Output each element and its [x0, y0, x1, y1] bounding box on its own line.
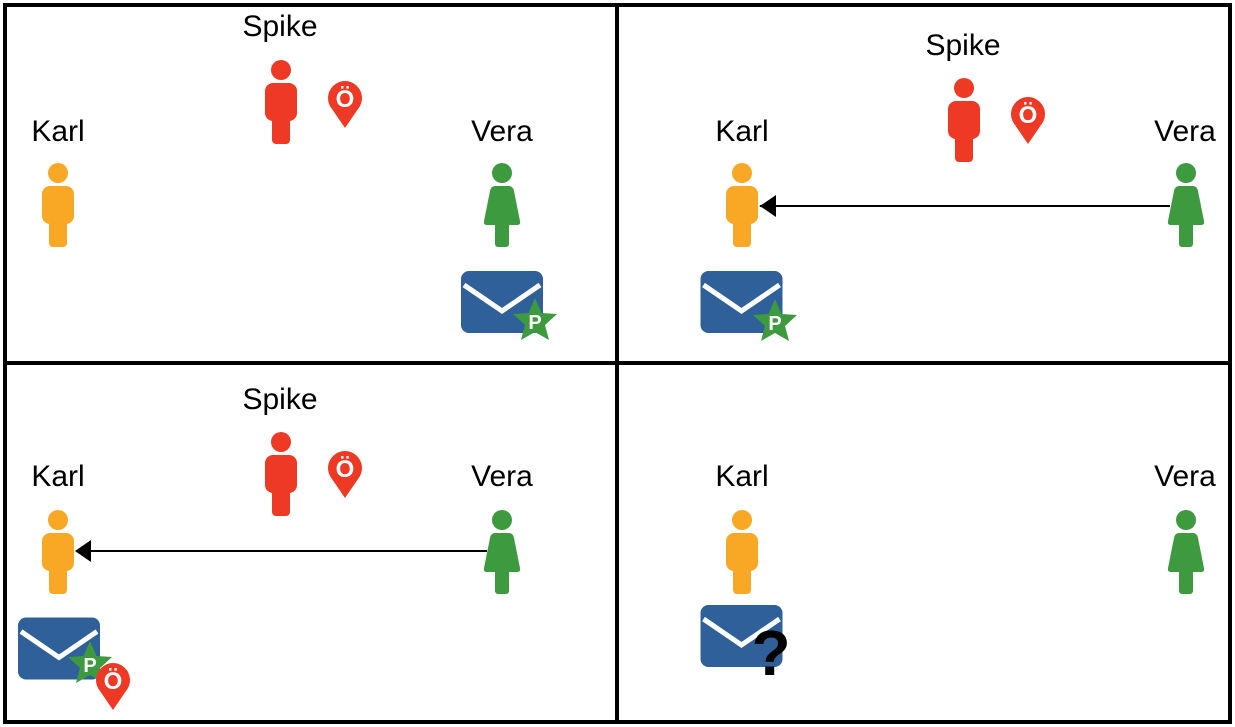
- spike-label: Spike: [925, 29, 1000, 62]
- spike-person-icon: [265, 432, 297, 516]
- karl-person-icon: [42, 163, 74, 247]
- karl-person-icon: [726, 163, 758, 247]
- karl-label: Karl: [715, 115, 768, 148]
- panel-2: Spike Ö Karl Vera P: [701, 29, 1216, 341]
- vera-label: Vera: [471, 115, 533, 148]
- panel-1: Spike Ö Karl Vera P: [31, 10, 557, 340]
- panel-3: Spike Ö Karl Vera P Ö: [18, 383, 533, 710]
- spike-person-icon: [948, 78, 980, 162]
- panel-grid: [3, 3, 1232, 724]
- spike-label: Spike: [242, 383, 317, 416]
- panel-4: Karl Vera ?: [701, 460, 1216, 689]
- vera-person-icon: [1168, 163, 1204, 247]
- pin-o-icon: Ö: [328, 451, 362, 498]
- svg-text:Ö: Ö: [104, 668, 123, 695]
- spike-person-icon: [265, 60, 297, 144]
- karl-label: Karl: [31, 115, 84, 148]
- svg-text:Ö: Ö: [336, 86, 355, 113]
- arrowhead-icon: [760, 195, 776, 217]
- spike-label: Spike: [242, 10, 317, 43]
- vera-label: Vera: [1154, 115, 1216, 148]
- star-p-icon: P: [753, 299, 797, 341]
- pin-o-icon: Ö: [96, 663, 130, 710]
- arrowhead-icon: [75, 540, 91, 562]
- svg-text:Ö: Ö: [336, 456, 355, 483]
- karl-label: Karl: [715, 460, 768, 493]
- star-p-icon: P: [513, 298, 557, 340]
- svg-text:P: P: [528, 312, 541, 334]
- karl-person-icon: [726, 510, 758, 594]
- svg-text:Ö: Ö: [1019, 102, 1038, 129]
- pin-o-icon: Ö: [328, 81, 362, 128]
- vera-label: Vera: [471, 460, 533, 493]
- pin-o-icon: Ö: [1011, 97, 1045, 144]
- svg-text:P: P: [768, 313, 781, 335]
- vera-person-icon: [1168, 510, 1204, 594]
- svg-text:P: P: [83, 655, 96, 677]
- karl-person-icon: [42, 510, 74, 594]
- karl-label: Karl: [31, 460, 84, 493]
- vera-label: Vera: [1154, 460, 1216, 493]
- vera-person-icon: [484, 163, 520, 247]
- vera-person-icon: [484, 510, 520, 594]
- unknown-badge: ?: [751, 617, 790, 689]
